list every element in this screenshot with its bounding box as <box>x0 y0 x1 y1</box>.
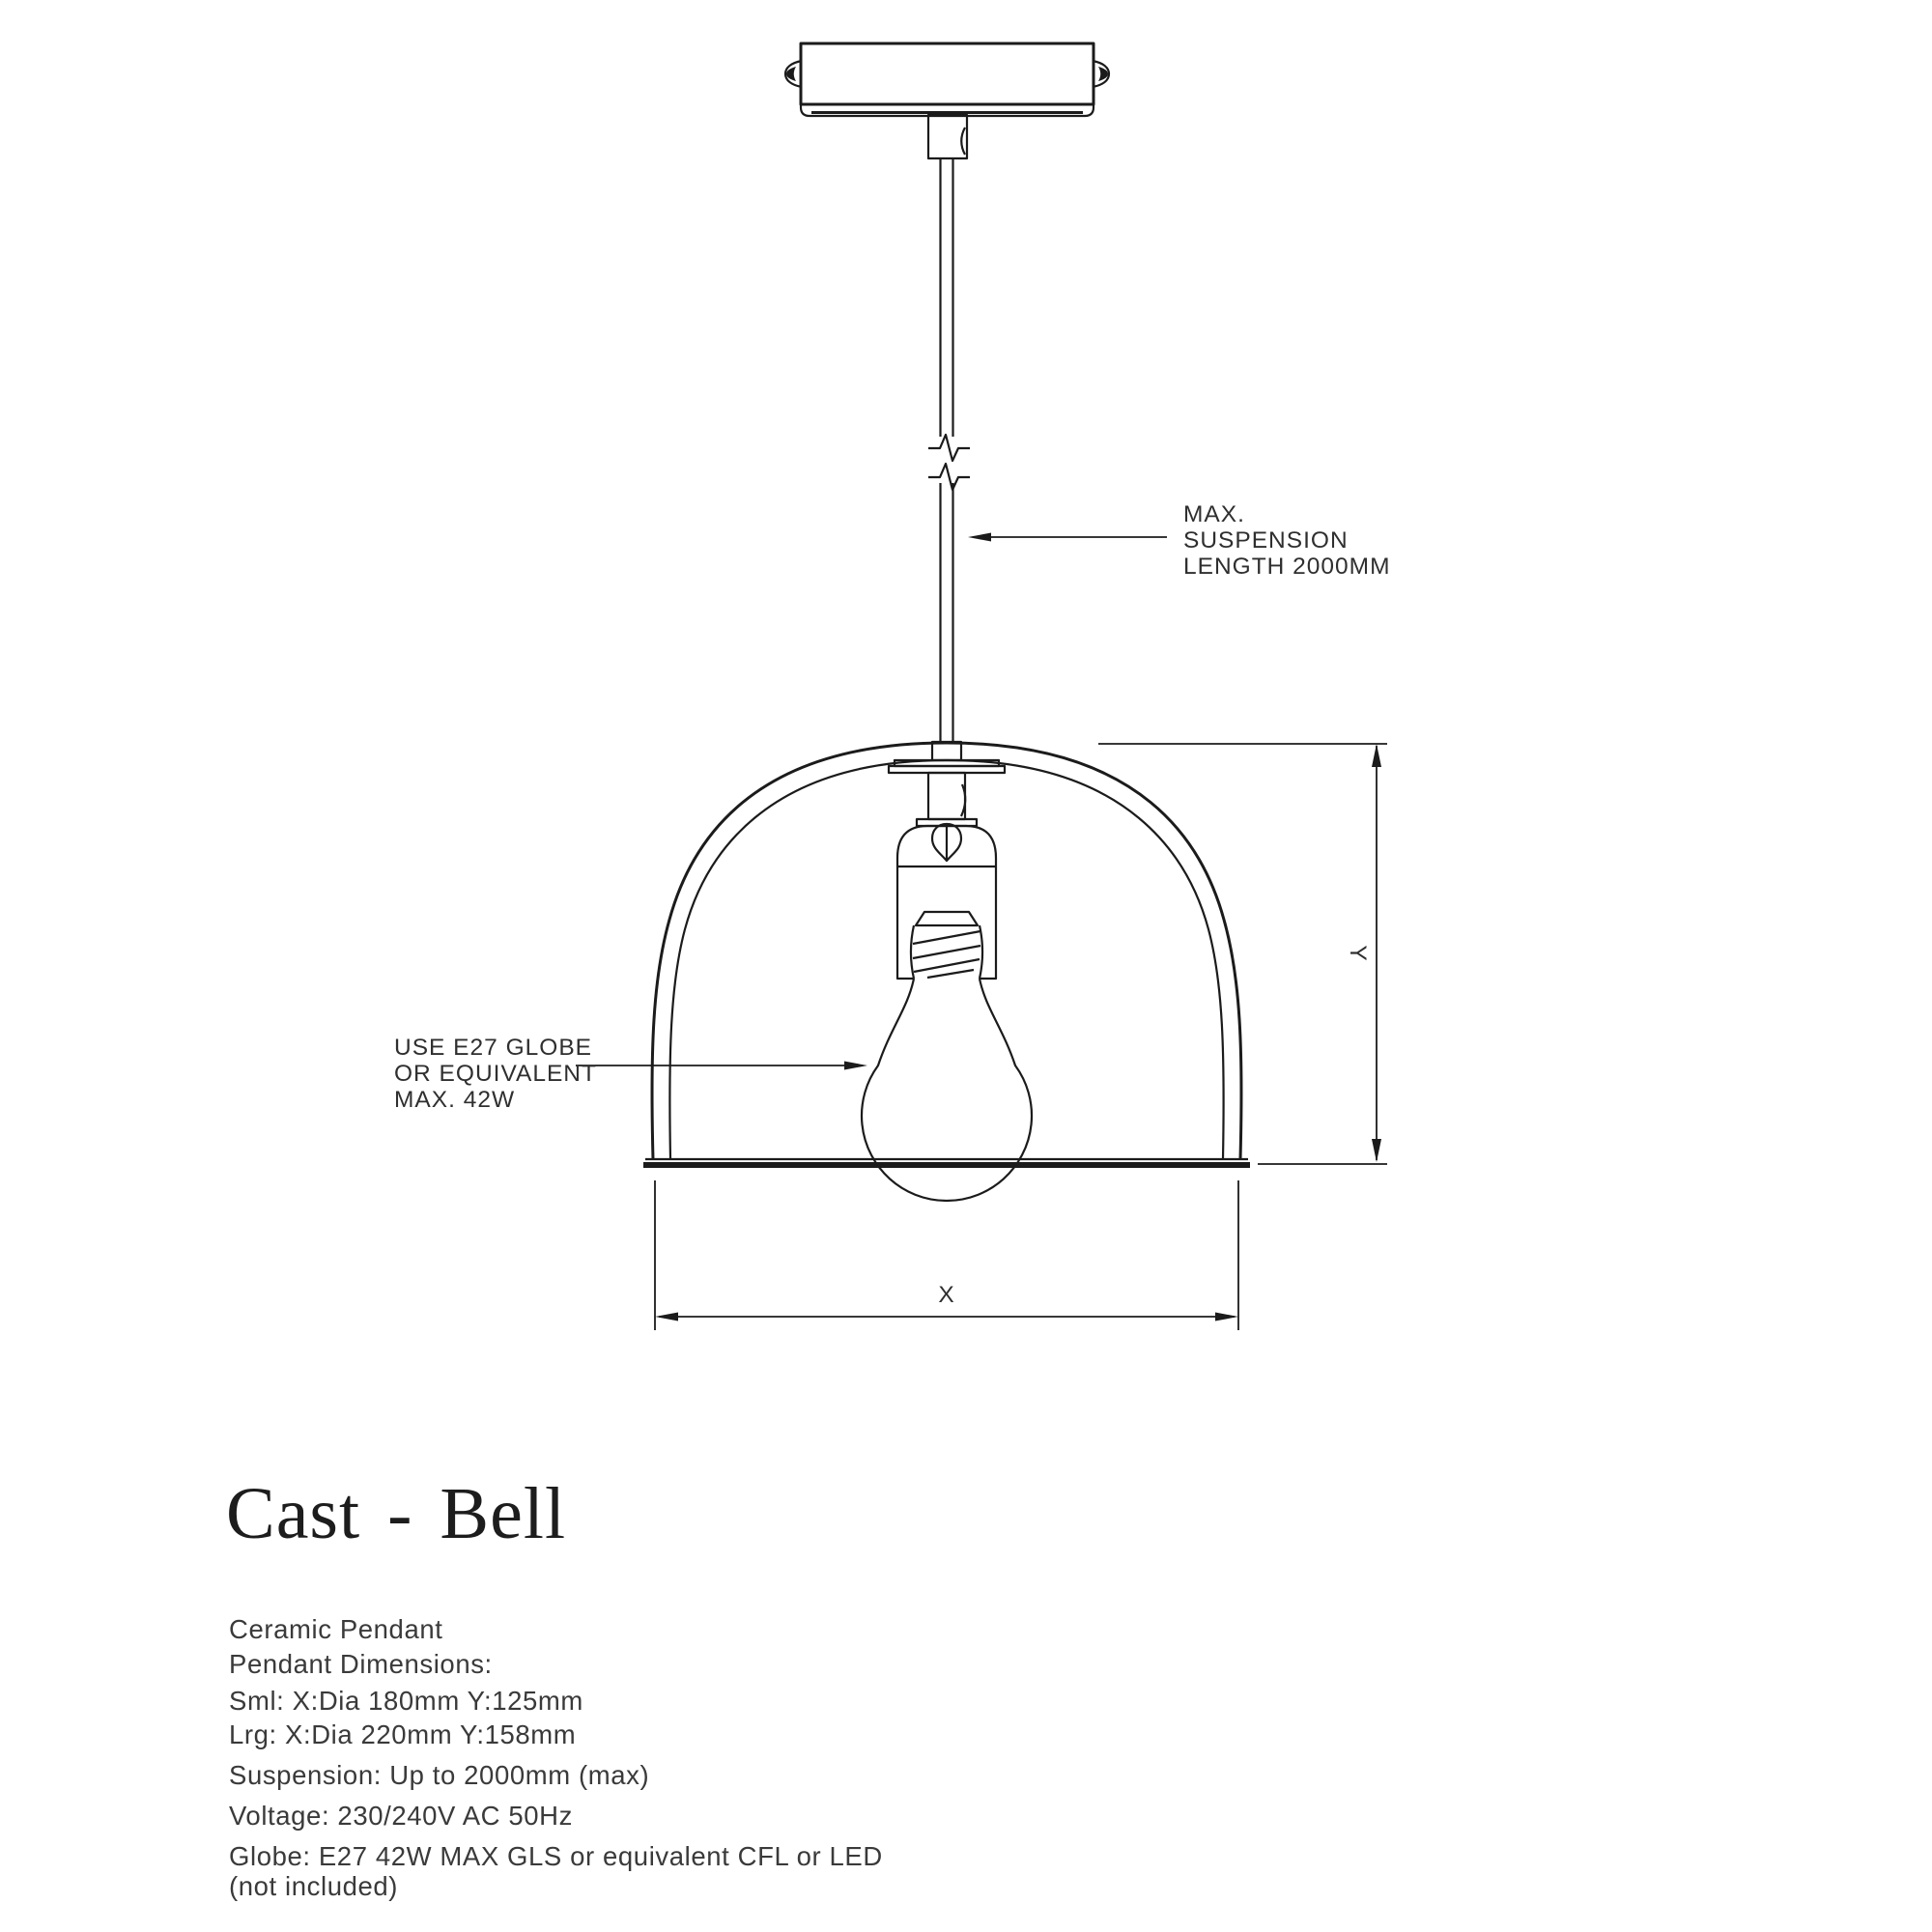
strain-relief <box>926 113 969 160</box>
globe-note-line3: MAX. 42W <box>394 1087 515 1113</box>
socket-screw-slot <box>930 822 963 863</box>
canopy-body <box>799 42 1095 106</box>
suspension-note-line1: MAX. <box>1183 501 1245 527</box>
bulb-outline <box>860 978 1034 1203</box>
cable-upper <box>939 158 954 437</box>
thread-spiral <box>912 929 981 980</box>
thread-cap <box>914 910 980 927</box>
canopy-screw-left <box>783 59 803 89</box>
socket-neck-notch <box>959 783 967 817</box>
suspension-note-line3: LENGTH 2000MM <box>1183 554 1391 580</box>
product-title: Cast - Bell <box>226 1473 567 1554</box>
socket-skirt <box>895 867 998 980</box>
dim-y-arrow-bottom <box>1372 1139 1381 1162</box>
strain-relief-notch <box>960 127 966 156</box>
spec-small-size: Sml: X:Dia 180mm Y:125mm <box>229 1686 583 1716</box>
cable-break-mark-bottom <box>928 462 970 492</box>
socket-neck <box>926 771 967 821</box>
globe-note-line2: OR EQUIVALENT <box>394 1061 597 1087</box>
spec-globe: Globe: E27 42W MAX GLS or equivalent CFL… <box>229 1841 883 1871</box>
dim-x-arrow-left <box>655 1312 678 1321</box>
dim-y-arrow-top <box>1372 744 1381 767</box>
dim-x-label: X <box>938 1282 954 1308</box>
spec-pendant-dimensions: Pendant Dimensions: <box>229 1649 493 1679</box>
spec-suspension: Suspension: Up to 2000mm (max) <box>229 1760 650 1790</box>
cable-lower <box>939 483 954 743</box>
spec-large-size: Lrg: X:Dia 220mm Y:158mm <box>229 1719 577 1749</box>
spec-globe-not-included: (not included) <box>229 1871 399 1901</box>
suspension-note-line2: SUSPENSION <box>1183 527 1349 554</box>
canopy-screw-right <box>1092 59 1111 89</box>
suspension-arrowhead <box>968 532 991 542</box>
cable-grommet <box>930 740 963 762</box>
globe-note-line1: USE E27 GLOBE <box>394 1035 592 1061</box>
dim-y-label: Y <box>1345 945 1371 961</box>
product-subtitle: Ceramic Pendant <box>229 1614 443 1644</box>
canopy-screw-right-slot <box>1098 67 1108 81</box>
dim-x-arrow-right <box>1215 1312 1238 1321</box>
cable-break-mark-top <box>928 433 970 463</box>
spec-voltage: Voltage: 230/240V AC 50Hz <box>229 1801 573 1831</box>
dim-x-extensions <box>654 1180 1239 1330</box>
globe-arrowhead <box>844 1061 867 1070</box>
canopy-screw-left-slot <box>786 67 796 81</box>
thread-edges <box>909 924 984 980</box>
